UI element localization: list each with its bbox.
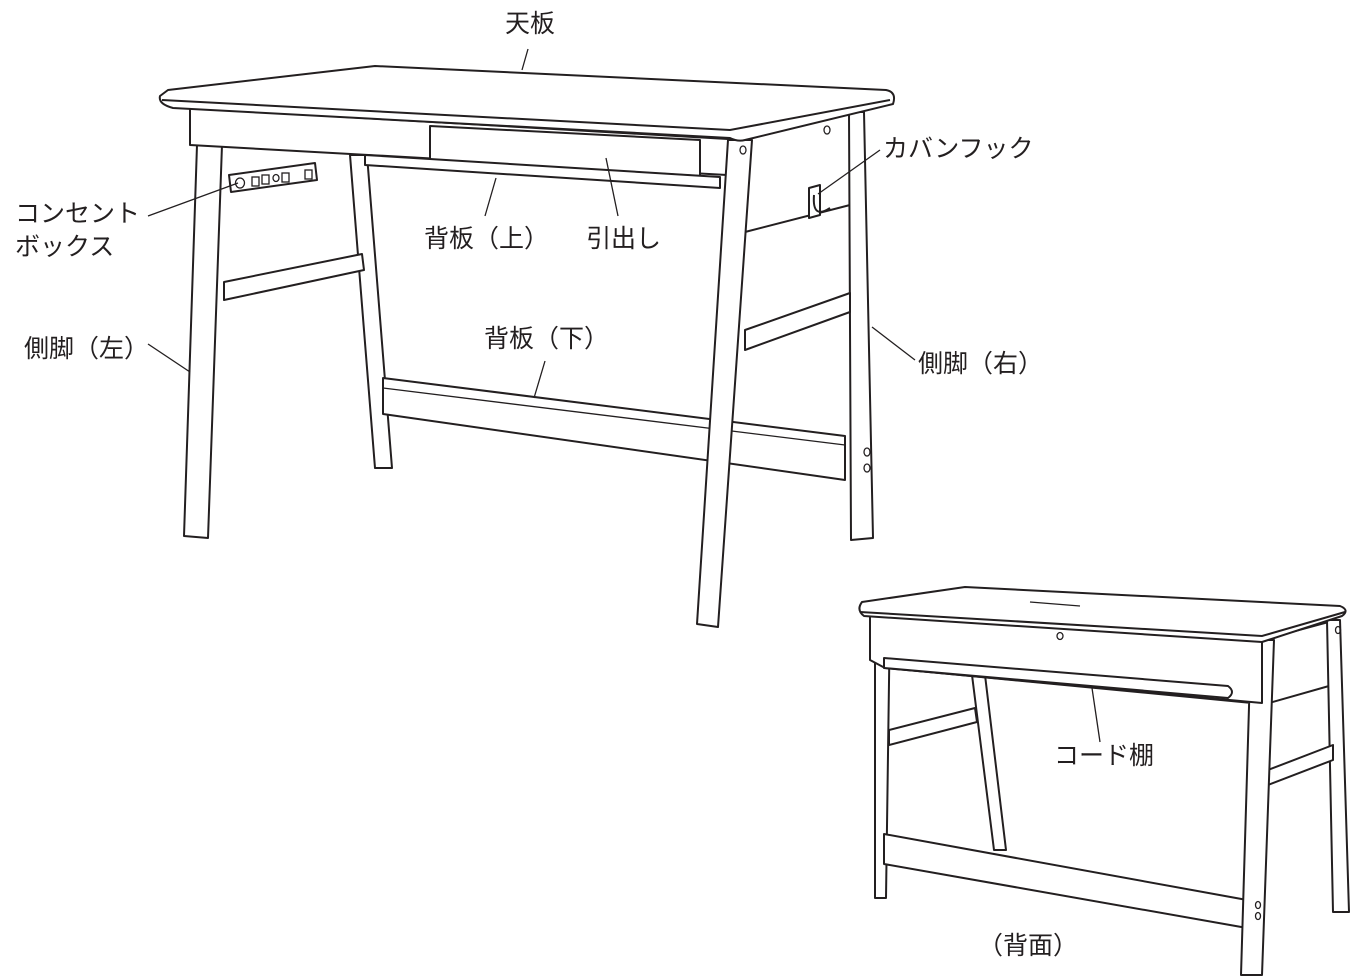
label-rear-view: （背面） bbox=[978, 931, 1079, 960]
back-board-lower bbox=[382, 377, 846, 481]
back-board-upper bbox=[364, 154, 721, 189]
label-back-board-upper: 背板（上） bbox=[424, 224, 550, 253]
bag-hook bbox=[808, 125, 831, 219]
label-side-leg-left: 側脚（左） bbox=[24, 334, 150, 363]
label-back-board-lower: 背板（下） bbox=[484, 324, 610, 353]
label-bag-hook: カバンフック bbox=[883, 134, 1034, 163]
table-top bbox=[158, 65, 896, 142]
label-side-leg-right: 側脚（右） bbox=[918, 349, 1044, 378]
label-outlet-box-line1: コンセント bbox=[15, 199, 141, 228]
outlet-box bbox=[228, 162, 318, 193]
label-drawer: 引出し bbox=[586, 224, 662, 253]
rear-view-desk bbox=[858, 586, 1350, 976]
label-cord-shelf: コード棚 bbox=[1054, 741, 1155, 770]
label-top-board: 天板 bbox=[505, 9, 556, 38]
label-outlet-box-line2: ボックス bbox=[15, 232, 115, 261]
leader-lines bbox=[147, 48, 1101, 743]
cord-shelf bbox=[883, 657, 1233, 699]
